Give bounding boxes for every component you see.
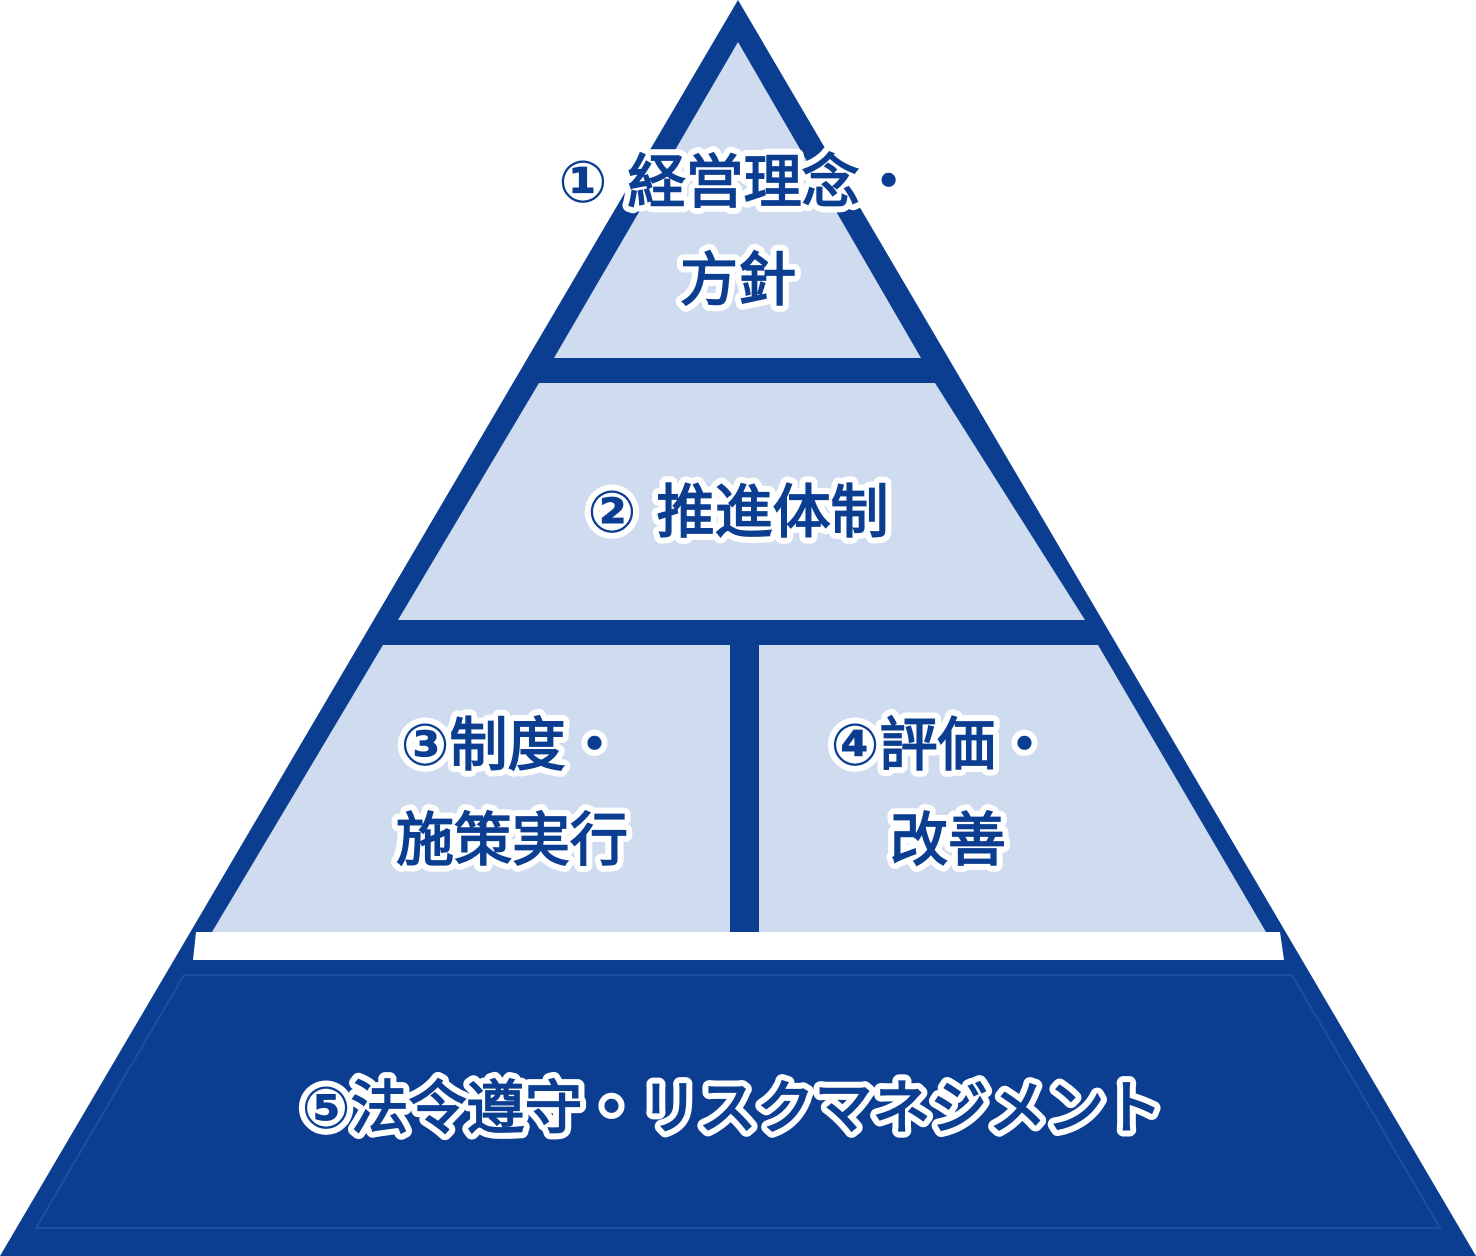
base-separator — [193, 932, 1284, 960]
tier-3-block — [212, 645, 730, 932]
tier-4-label-line-2: 改善 — [890, 806, 1006, 874]
tier-4-label: ④評価・ 改善 — [824, 705, 1059, 880]
tier-1-label-line-1: ① 経営理念・ — [558, 148, 917, 216]
tier-1-label: ① 経営理念・ 方針 — [552, 142, 923, 320]
tier-5-label-line-1: ⑤法令遵守・リスクマネジメント — [301, 1074, 1162, 1142]
tier-2-label: ② 推進体制 — [581, 472, 894, 552]
tier-2-block — [398, 383, 1085, 620]
tier-5-inner-outline — [34, 974, 1442, 1229]
tier-1-label-line-2: 方針 — [680, 246, 796, 314]
tier-3-label-line-2: 施策実行 — [396, 806, 628, 874]
tier-4-label-line-1: ④評価・ — [830, 711, 1053, 779]
tier-4-block — [759, 645, 1266, 932]
tier-1-block — [554, 42, 921, 358]
tier-5-label: ⑤法令遵守・リスクマネジメント — [295, 1068, 1168, 1148]
tier-3-label-line-1: ③制度・ — [400, 711, 623, 779]
tier-3-label: ③制度・ 施策実行 — [390, 705, 634, 880]
tier-2-label-line-1: ② 推進体制 — [587, 478, 888, 546]
